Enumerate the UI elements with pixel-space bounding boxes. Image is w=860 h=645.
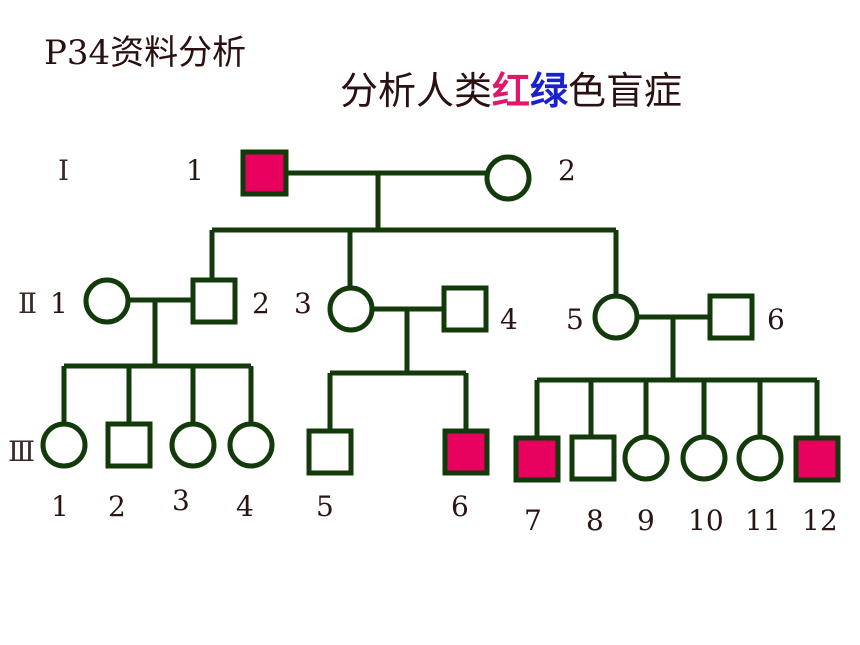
individual-II-5-female [592, 293, 640, 341]
individual-III-7-affected-male [513, 435, 561, 483]
individual-I-1-affected-male [240, 149, 289, 197]
label-II-4: 4 [500, 303, 518, 336]
label-III-2: 2 [108, 490, 126, 523]
subtitle-red-char: 红 [492, 69, 531, 113]
subtitle-part1: 分析人类 [340, 69, 493, 113]
label-III-12: 12 [802, 504, 838, 537]
label-III-9: 9 [637, 504, 655, 537]
label-I-1: 1 [186, 154, 204, 187]
label-III-1: 1 [51, 490, 69, 523]
label-III-8: 8 [586, 504, 604, 537]
label-III-3: 3 [172, 484, 190, 517]
individual-III-11-female [736, 434, 784, 482]
label-II-6: 6 [767, 303, 785, 336]
individual-II-3-female [327, 285, 375, 333]
label-II-3: 3 [294, 287, 312, 320]
subtitle-part2: 色盲症 [568, 69, 683, 113]
subtitle-green-char: 绿 [530, 69, 569, 113]
label-III-6: 6 [451, 490, 469, 523]
individual-III-8-male [569, 434, 617, 482]
label-III-7: 7 [524, 504, 542, 537]
individual-III-10-female [680, 434, 728, 482]
generation-labels: Ⅰ Ⅱ Ⅲ [8, 154, 69, 468]
individual-III-2-male [105, 421, 153, 469]
page-title: P34资料分析 [44, 33, 247, 73]
individual-III-5-male [306, 428, 354, 476]
label-III-10: 10 [688, 504, 724, 537]
generation-label-II: Ⅱ [18, 287, 37, 320]
generation-label-I: Ⅰ [58, 154, 69, 187]
label-II-1: 1 [50, 287, 68, 320]
label-III-5: 5 [316, 490, 334, 523]
individual-II-2-male [190, 277, 238, 325]
pedigree-lines [61, 170, 820, 438]
label-II-5: 5 [566, 303, 584, 336]
individual-II-4-male [441, 285, 489, 333]
individual-III-3-female [169, 421, 217, 469]
individual-III-1-female [40, 421, 88, 469]
label-III-4: 4 [236, 490, 254, 523]
individual-III-4-female [227, 421, 275, 469]
label-III-11: 11 [745, 504, 781, 537]
individual-III-12-affected-male [793, 435, 841, 483]
generation-label-III: Ⅲ [8, 435, 35, 468]
label-I-2: 2 [558, 154, 576, 187]
individual-II-6-male [707, 293, 755, 341]
individual-III-9-female [622, 434, 670, 482]
label-II-2: 2 [252, 287, 270, 320]
individual-I-2-female [484, 154, 532, 202]
individual-III-6-affected-male [442, 428, 490, 476]
diagram-subtitle: 分析人类红绿色盲症 [340, 72, 682, 110]
individual-II-1-female [83, 277, 131, 325]
